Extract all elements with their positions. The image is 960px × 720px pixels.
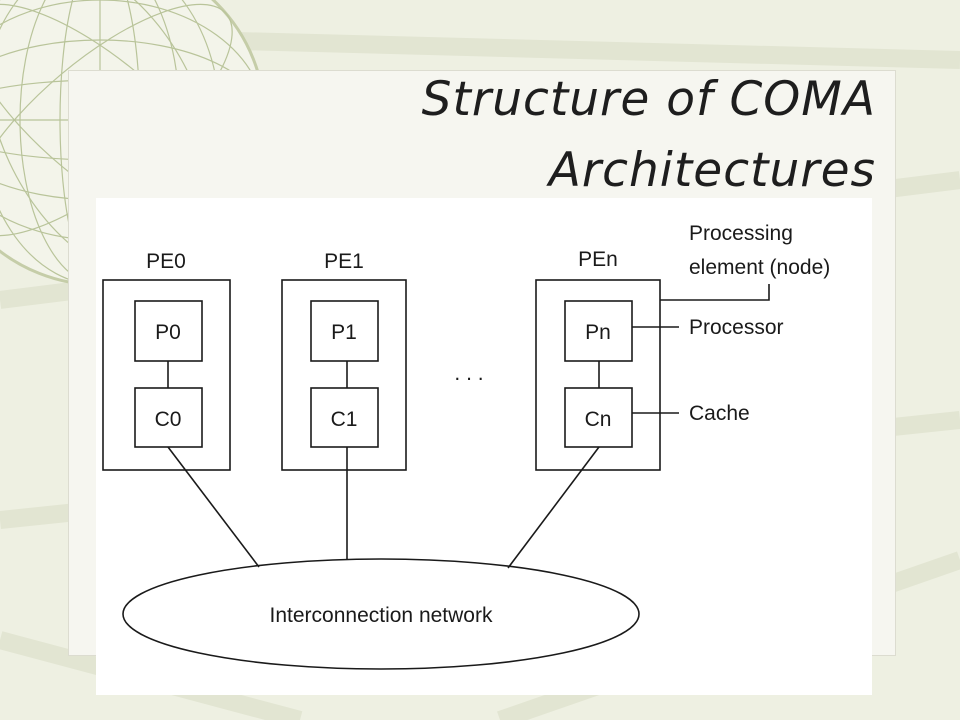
slide-title: Structure of COMA Architectures [176,64,876,207]
c1-cache-box [310,387,379,448]
pe0-label: PE0 [146,250,186,273]
interconnection-network-ellipse [122,558,640,670]
pen-label: PEn [578,248,618,271]
node-annotation-leader [660,284,770,301]
p0-label: P0 [155,321,181,344]
c0-label: C0 [155,408,182,431]
p1-label: P1 [331,321,357,344]
cn-label: Cn [585,408,612,431]
coma-diagram: PE0 PE1 PEn P0 C0 P1 C1 Pn Cn . . . Inte… [96,198,872,695]
slide-title-line-2: Architectures [548,143,876,199]
pe1-label: PE1 [324,250,364,273]
annotation-node-line2: element (node) [689,256,830,279]
pen-network-link [507,446,600,569]
annotation-node-line1: Processing [689,222,793,245]
network-label: Interconnection network [270,604,493,627]
p1-processor-box [310,300,379,362]
pen-node-box [535,279,661,471]
pn-label: Pn [585,321,611,344]
pe0-node-box [102,279,231,471]
c1-label: C1 [331,408,358,431]
annotation-processor: Processor [689,316,784,339]
annotation-cache: Cache [689,402,750,425]
pe0-network-link [167,446,260,568]
slide-title-line-1: Structure of COMA [421,72,876,127]
pe1-node-box [281,279,407,471]
ellipsis-label: . . . [454,362,483,385]
